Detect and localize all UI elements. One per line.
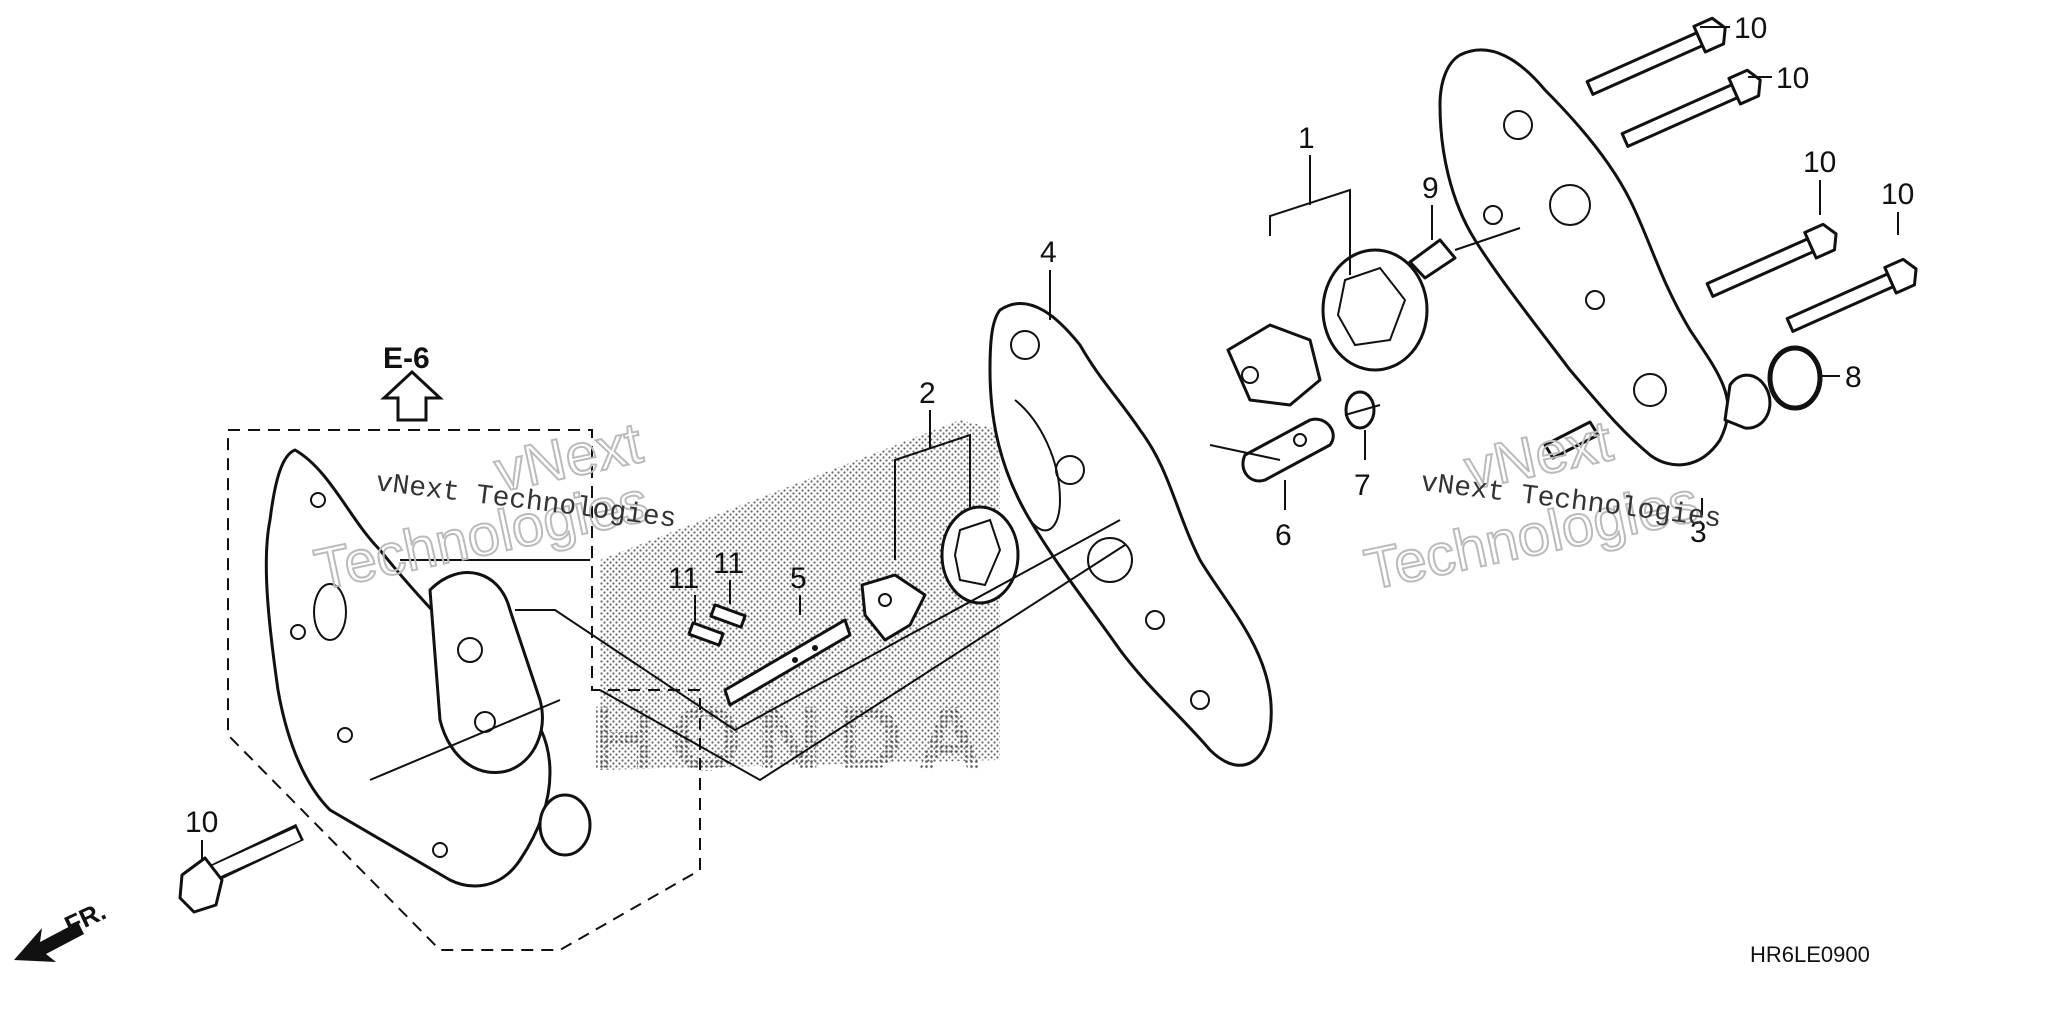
callout-10b: 10: [1776, 62, 1809, 95]
callout-9: 9: [1422, 172, 1439, 205]
housing-cover: [264, 448, 592, 888]
callout-10d: 10: [1881, 178, 1914, 211]
front-direction: FR.: [14, 896, 111, 962]
up-arrow-icon: [380, 369, 444, 422]
diagram-code: HR6LE0900: [1750, 942, 1870, 967]
callout-11a: 11: [668, 562, 699, 595]
part-6-shaft: [1241, 417, 1335, 483]
part-4-plate: [988, 302, 1273, 767]
callout-1: 1: [1298, 122, 1315, 155]
callout-10e: 10: [185, 806, 218, 839]
bolt-lower-left: [178, 823, 304, 914]
callout-4: 4: [1040, 236, 1057, 269]
part-5-shaft: [723, 618, 852, 707]
callout-6: 6: [1275, 519, 1292, 552]
reference-label: E-6: [383, 342, 430, 375]
bolts-upper-right: [1585, 16, 1918, 333]
callout-10a: 10: [1734, 12, 1767, 45]
callout-8: 8: [1845, 361, 1862, 394]
honda-logo-text: HONDA: [590, 688, 997, 790]
front-arrow-icon: [14, 922, 84, 962]
dowel-pin-3: [1543, 420, 1600, 460]
callout-2: 2: [919, 377, 936, 410]
part-1-rotor-set: [1226, 248, 1429, 407]
callout-5: 5: [790, 562, 807, 595]
callout-10c: 10: [1803, 146, 1836, 179]
part-9-dowel: [1408, 238, 1457, 280]
callout-7: 7: [1354, 469, 1371, 502]
part-8-o-ring: [1767, 345, 1823, 411]
housing-dashed-boundary: [227, 429, 701, 951]
part-11-pins: [687, 603, 747, 647]
reference-e6: E-6: [380, 342, 444, 422]
callout-3: 3: [1690, 516, 1707, 549]
part-2-rotor-set: [860, 505, 1020, 642]
leader-lines: [201, 26, 1899, 860]
part-3-pump-body: [1438, 48, 1772, 467]
assembly-lines: [515, 227, 1521, 782]
callout-11b: 11: [713, 547, 744, 580]
